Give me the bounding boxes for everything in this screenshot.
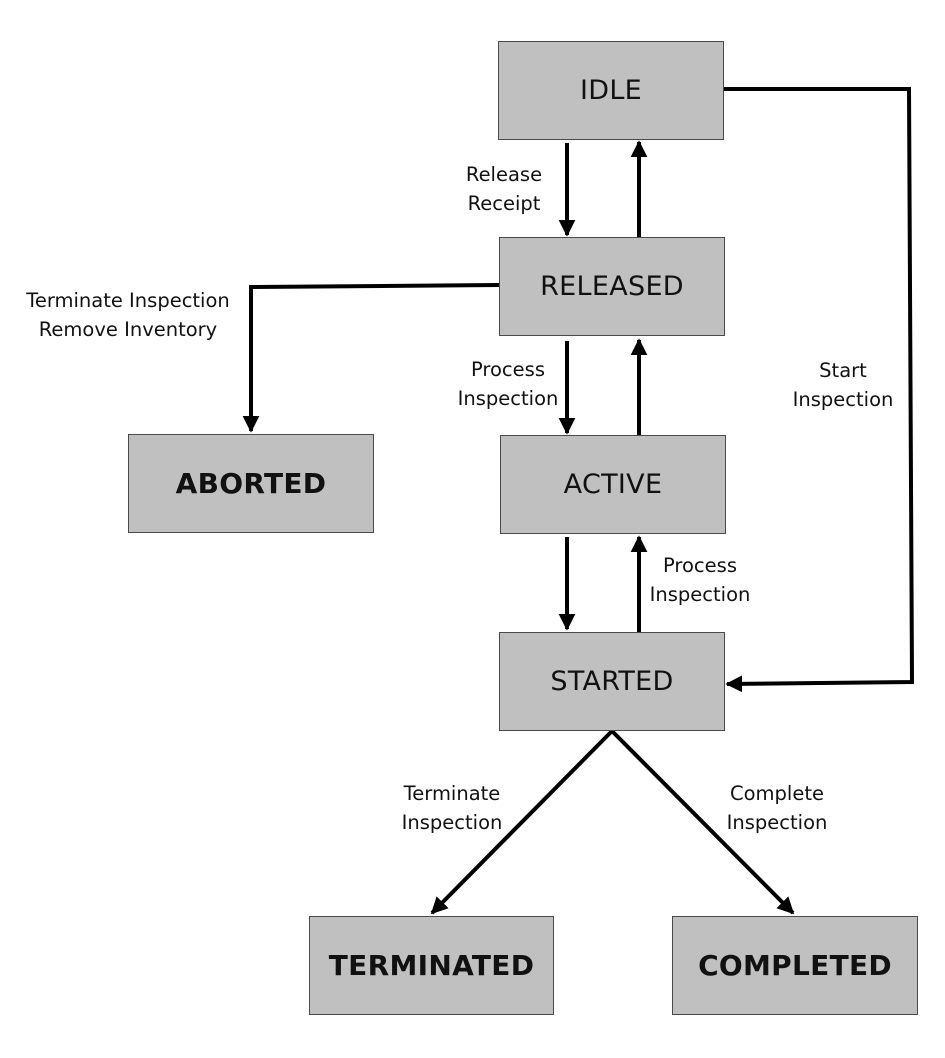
label-line: Release xyxy=(465,163,543,186)
label-complete-inspection: Complete Inspection xyxy=(713,779,841,837)
arrow-started-to-completed xyxy=(610,729,795,915)
label-release-receipt: Release Receipt xyxy=(444,160,564,218)
label-line: Inspection xyxy=(792,388,894,411)
label-line: Remove Inventory xyxy=(38,318,218,341)
arrow-idle-to-started xyxy=(724,87,915,693)
state-started: STARTED xyxy=(499,632,725,731)
state-released: RELEASED xyxy=(499,237,725,336)
label-terminate-remove: Terminate Inspection Remove Inventory xyxy=(8,286,248,344)
label-line: Terminate xyxy=(403,782,501,805)
state-completed: COMPLETED xyxy=(672,916,918,1015)
label-line: Terminate Inspection xyxy=(26,289,230,312)
state-aborted: ABORTED xyxy=(128,434,374,533)
label-line: Receipt xyxy=(467,192,541,215)
label-line: Process xyxy=(471,358,545,381)
label-line: Process xyxy=(663,554,737,577)
state-idle: IDLE xyxy=(498,41,724,140)
arrow-started-to-terminated xyxy=(430,729,614,915)
label-start-inspection: Start Inspection xyxy=(776,356,910,414)
arrow-released-to-aborted xyxy=(242,283,500,433)
label-line: Inspection xyxy=(457,387,559,410)
label-process-inspection-released-active: Process Inspection xyxy=(444,355,572,413)
label-line: Inspection xyxy=(649,583,751,606)
label-line: Complete xyxy=(730,782,824,805)
state-active: ACTIVE xyxy=(500,435,726,534)
label-terminate-inspection: Terminate Inspection xyxy=(388,779,516,837)
label-line: Inspection xyxy=(401,811,503,834)
label-process-inspection-started-active: Process Inspection xyxy=(636,551,764,609)
label-line: Start xyxy=(819,359,867,382)
state-terminated: TERMINATED xyxy=(309,916,554,1015)
label-line: Inspection xyxy=(726,811,828,834)
